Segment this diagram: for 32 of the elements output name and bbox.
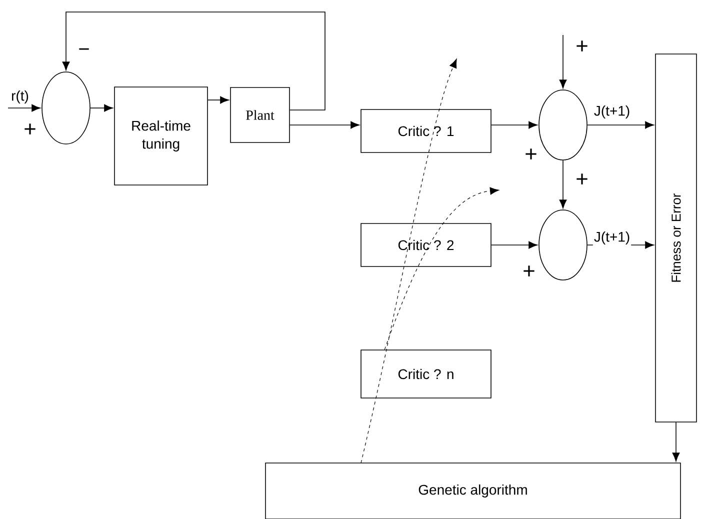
- dashed-arrow: [360, 58, 457, 464]
- arrow: [90, 104, 113, 112]
- sign-label: +: [24, 124, 36, 134]
- arrow: [587, 121, 654, 129]
- sum-circle: [42, 72, 90, 144]
- arrow: [491, 121, 538, 129]
- edge-label: J(t+1): [592, 104, 632, 120]
- arrow: [491, 241, 538, 249]
- arrow: [672, 422, 680, 462]
- arrow: [290, 121, 360, 129]
- dashed-arrow: [384, 187, 500, 350]
- arrow: [208, 96, 229, 104]
- arrow: [559, 160, 567, 208]
- sign-label: +: [576, 40, 588, 52]
- sum-circle: [538, 210, 588, 280]
- process-box: Real-time tuning: [114, 86, 208, 186]
- sign-label: −: [79, 48, 89, 50]
- arrow: [62, 12, 326, 110]
- arrow: [559, 34, 567, 88]
- algorithm-box: Genetic algorithm: [265, 462, 681, 519]
- arrow: [8, 104, 40, 112]
- sign-label: +: [526, 148, 536, 160]
- edge-label: J(t+1): [592, 230, 632, 246]
- process-box: Critic ? 2: [360, 223, 492, 267]
- process-box: Plant: [230, 87, 290, 143]
- process-box: Critic ? 1: [360, 109, 492, 153]
- edge-label: r(t): [10, 89, 30, 105]
- sign-label: +: [576, 174, 588, 184]
- fitness-box: Fitness or Error: [655, 54, 697, 422]
- process-box: Critic ? n: [360, 350, 492, 398]
- sum-circle: [538, 90, 588, 160]
- sign-label: +: [524, 266, 534, 276]
